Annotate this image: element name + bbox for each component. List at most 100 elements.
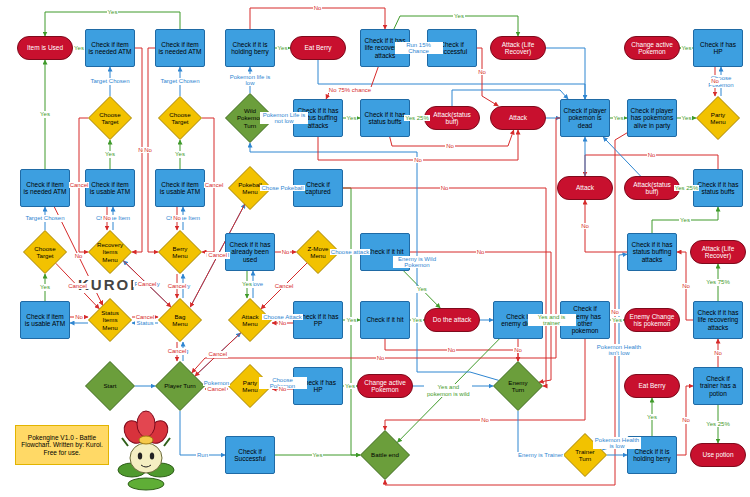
creature-mouth	[141, 465, 151, 467]
edge-label: No	[313, 5, 323, 11]
flow-connector	[652, 207, 718, 233]
process-box: Check if has HP	[693, 29, 743, 67]
process-box: Check if it has life recovering attacks	[693, 301, 743, 339]
edge-label: Yes	[39, 111, 51, 117]
node-text: Check if it has already been used	[229, 241, 272, 263]
decision-diamond: Choose Target	[158, 96, 202, 140]
edge-label: No	[376, 355, 386, 361]
creature-body	[130, 443, 162, 473]
edge-label: Run 15% Chance	[395, 42, 443, 55]
process-box: Check if it has status buffing attacks	[627, 233, 677, 271]
process-box: Check if item is usable ATM	[85, 169, 135, 207]
edge-label: Pokemon life is low	[226, 74, 274, 87]
node-text: Check if trainer has a potion	[697, 375, 740, 397]
edge-label: No	[74, 253, 84, 259]
edge-label: No	[480, 417, 490, 423]
action-terminal: Attack	[490, 106, 546, 130]
edge-label: Yes	[346, 317, 358, 323]
edge-label: Cancel	[207, 252, 228, 258]
node-text: Eat Berry	[628, 382, 677, 389]
node-text: Enemy Change his pokemon	[628, 313, 677, 328]
flow-connector	[326, 67, 378, 99]
edge-label: Yes	[104, 151, 116, 157]
node-text: Do the attack	[428, 316, 477, 323]
edge-label: Yes and is trainer	[528, 314, 576, 327]
decision-diamond: Party Menu	[696, 96, 740, 140]
node-text: Check if it has status buffing attacks	[631, 241, 674, 263]
node-text: Battle end	[369, 451, 401, 458]
edge-label: No	[580, 223, 590, 229]
process-box: Check if item is usable ATM	[155, 169, 205, 207]
node-text: Eat Berry	[294, 44, 343, 51]
flower-center	[139, 436, 153, 444]
node-text: Check if item is usable ATM	[24, 313, 67, 328]
action-terminal: Attack (Life Recover)	[490, 36, 546, 60]
edge-label: Yes	[174, 151, 186, 157]
flow-connector	[677, 386, 693, 455]
edge-label: Chose Pokeball	[260, 185, 304, 191]
edge-label: Yes and pokemon is wild	[424, 384, 472, 397]
flow-connector	[385, 133, 627, 485]
leaf	[128, 478, 164, 490]
flow-connector	[250, 143, 499, 380]
node-text: Attack(status buff)	[428, 111, 477, 126]
node-text: Attack(status buff)	[628, 181, 677, 196]
edge-label: No	[278, 386, 288, 392]
flow-connector	[250, 8, 385, 29]
edge-label: Yes	[679, 217, 691, 223]
creature-eye	[138, 453, 142, 460]
process-box: Check if it hit	[360, 301, 410, 339]
edge-label: Yes	[73, 45, 85, 51]
node-text: Player Turn	[164, 382, 196, 389]
process-box: Check if it is holding berry	[225, 29, 275, 67]
edge-label: Yes	[241, 281, 253, 287]
turn-diamond: Start	[85, 361, 135, 411]
process-box: Check if player pokemon is dead	[560, 99, 610, 137]
diamond-shape	[494, 362, 543, 411]
flow-connector	[70, 323, 88, 324]
flow-connector	[318, 130, 518, 160]
action-terminal: Eat Berry	[290, 36, 346, 60]
edge-label: Cancel	[206, 386, 227, 392]
edge-label: Pokemon Health is low	[593, 437, 641, 450]
edge-label: Cancel	[167, 348, 188, 354]
turn-diamond: Battle end	[360, 430, 410, 480]
node-text: Attack	[494, 114, 543, 121]
diamond-shape	[86, 362, 135, 411]
action-terminal: Attack	[557, 176, 613, 200]
edge-label: Yes	[681, 45, 693, 51]
turn-diamond: Player Turn	[155, 361, 205, 411]
edge-label: Yes	[646, 414, 658, 420]
process-box: Check if player has pokemons alive in pa…	[627, 99, 677, 137]
diamond-shape	[159, 97, 202, 140]
turn-diamond: Enemy Turn	[493, 361, 543, 411]
action-terminal: Attack (Life Recover)	[690, 240, 746, 264]
edge-label: No	[681, 283, 691, 289]
diamond-shape	[24, 231, 67, 274]
edge-label: Cancel	[207, 351, 228, 357]
node-text: Check if item is usable ATM	[89, 181, 132, 196]
flow-connector	[180, 411, 225, 455]
node-text: Enemy Turn	[502, 379, 534, 393]
diamond-shape	[159, 299, 202, 342]
process-box: Check if item is usable ATM	[20, 301, 70, 339]
flow-connector	[343, 188, 546, 386]
edge-label: No	[172, 215, 182, 221]
decision-diamond: Choose Target	[23, 230, 67, 274]
edge-label: Yes	[39, 284, 51, 290]
action-terminal: Attack(status buff)	[624, 176, 680, 200]
diamond-shape	[697, 97, 740, 140]
edge-label: Cancel	[135, 314, 156, 320]
edge-label: Yes 25%	[404, 115, 429, 121]
edge-label: Yes 25%	[674, 185, 699, 191]
node-text: Attack	[561, 184, 610, 191]
action-terminal: Change active Pokemon	[357, 374, 413, 398]
node-text: Check if it is holding berry	[229, 41, 272, 56]
edge-label: Pokemon Life is not low	[260, 112, 308, 125]
edge-label: No	[445, 143, 455, 149]
edge-label: Yes	[277, 45, 289, 51]
action-terminal: Eat Berry	[624, 374, 680, 398]
flow-connector	[480, 320, 493, 321]
node-text: Choose Target	[31, 245, 59, 259]
edge-label: No	[143, 147, 153, 153]
